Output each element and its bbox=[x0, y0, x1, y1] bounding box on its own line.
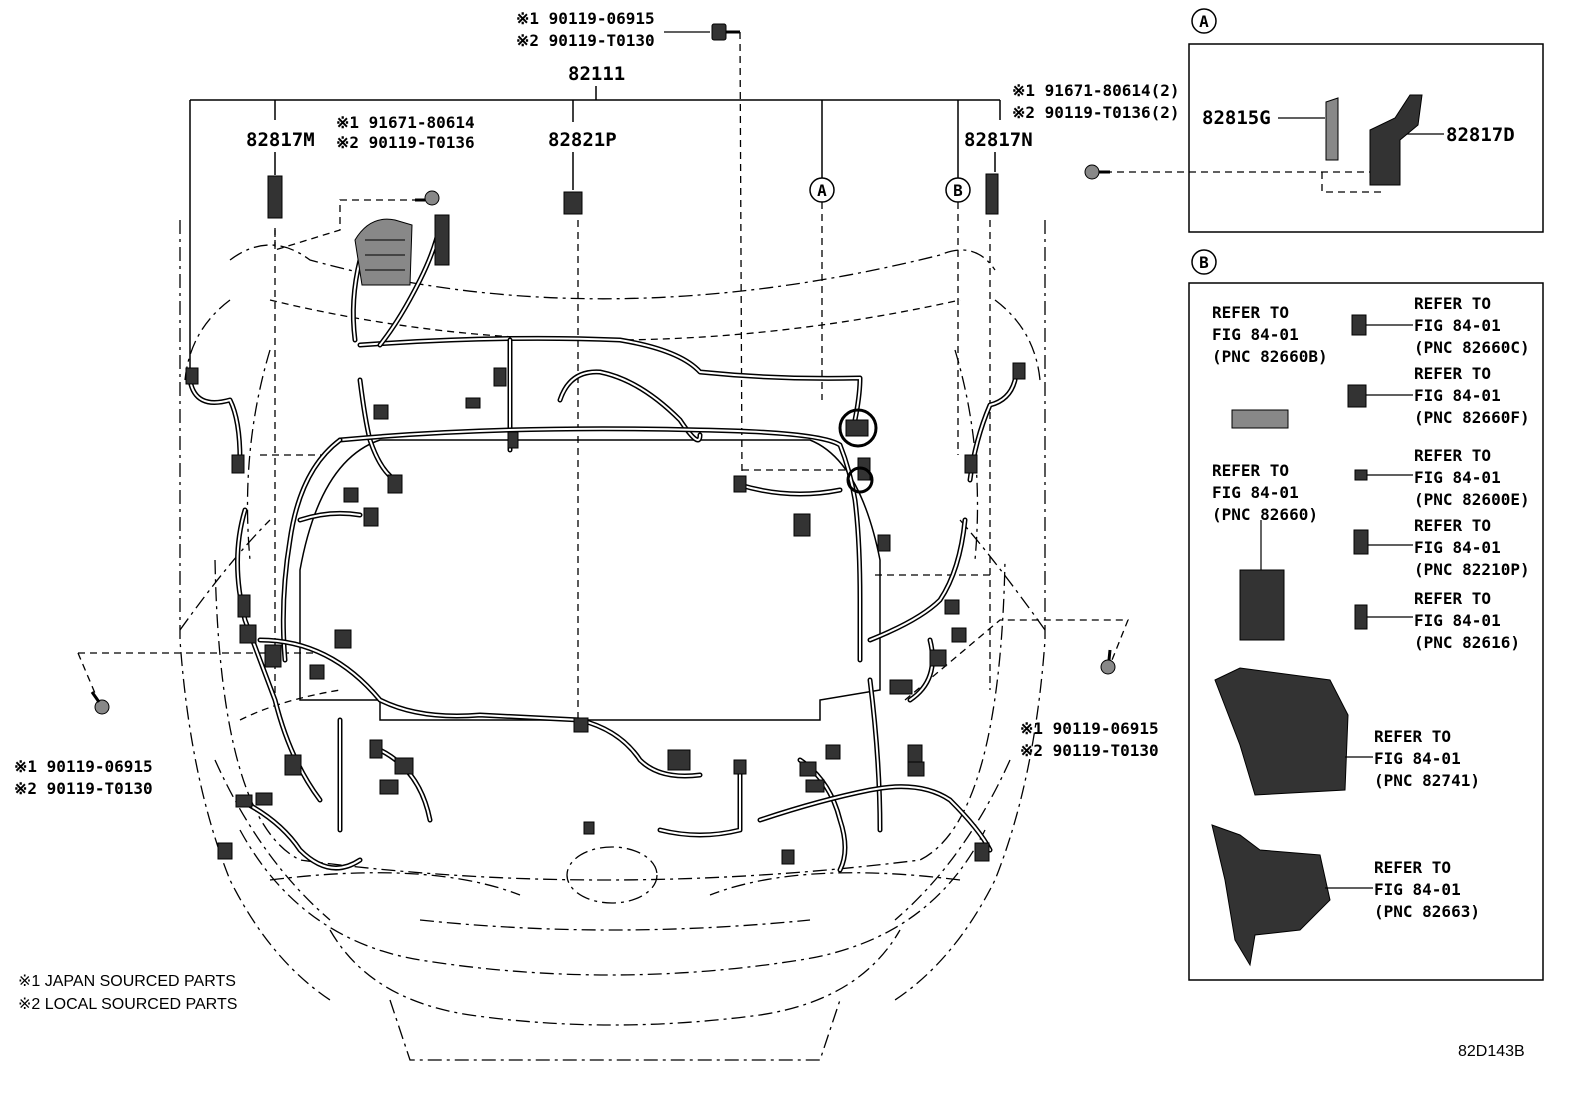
callout-a-marker: A bbox=[809, 177, 835, 203]
left-lower-bolt-icon bbox=[90, 691, 110, 715]
ref-82741-l1: REFER TO bbox=[1374, 727, 1451, 746]
top-bolt-icon bbox=[711, 23, 740, 41]
connector-82600e-icon bbox=[1354, 469, 1368, 481]
ref-82660f-l1: REFER TO bbox=[1414, 364, 1491, 383]
panel-a-82817d: 82817D bbox=[1446, 124, 1515, 146]
right-lower-bolt-japan: ※1 90119-06915 bbox=[1020, 719, 1159, 738]
panel-b: B REFER TO FIG 84-01 (PNC 82660B) REFER … bbox=[1188, 249, 1544, 981]
ref-82210p-l3: (PNC 82210P) bbox=[1414, 560, 1530, 579]
ref-82660-l3: (PNC 82660) bbox=[1212, 505, 1318, 524]
harness-connectors bbox=[185, 362, 1026, 865]
ref-82616-l3: (PNC 82616) bbox=[1414, 633, 1520, 652]
connector-82660c-icon bbox=[1351, 314, 1367, 336]
label-82817m: 82817M bbox=[246, 129, 315, 151]
clip-bolt-icon bbox=[415, 190, 440, 206]
panel-a-bolt-icon bbox=[1084, 164, 1110, 180]
ref-82616-l1: REFER TO bbox=[1414, 589, 1491, 608]
label-82817n: 82817N bbox=[964, 129, 1033, 151]
clip-local: ※2 90119-T0136 bbox=[336, 133, 475, 152]
wire-harness bbox=[187, 222, 1018, 873]
legend-local: ※2 LOCAL SOURCED PARTS bbox=[18, 996, 237, 1013]
left-lower-bolt-japan: ※1 90119-06915 bbox=[14, 757, 153, 776]
ref-82210p-l1: REFER TO bbox=[1414, 516, 1491, 535]
connector-82616-icon bbox=[1354, 604, 1368, 630]
ref-82600e-l3: (PNC 82600E) bbox=[1414, 490, 1530, 509]
main-part-number: 82111 bbox=[568, 63, 625, 85]
fuse-block bbox=[354, 214, 450, 286]
bolts bbox=[90, 23, 1116, 715]
ref-82663-l3: (PNC 82663) bbox=[1374, 902, 1480, 921]
main-labels: ※1 90119-06915 ※2 90119-T0130 82111 8281… bbox=[14, 9, 1525, 1060]
connector-82660f-icon bbox=[1347, 384, 1367, 408]
panel-a: A 82815G 82817D bbox=[1188, 8, 1544, 233]
left-lower-bolt-local: ※2 90119-T0130 bbox=[14, 779, 153, 798]
legend-japan: ※1 JAPAN SOURCED PARTS bbox=[18, 973, 236, 990]
top-brackets bbox=[267, 173, 999, 219]
connector-82660b-icon bbox=[1231, 409, 1289, 429]
right-top-bolt-local: ※2 90119-T0136(2) bbox=[1012, 103, 1180, 122]
right-lower-bolt-local: ※2 90119-T0130 bbox=[1020, 741, 1159, 760]
ref-82210p-l2: FIG 84-01 bbox=[1414, 538, 1501, 557]
figure-id: 82D143B bbox=[1458, 1043, 1525, 1060]
callout-b-text: B bbox=[953, 181, 963, 200]
panel-a-title: A bbox=[1199, 12, 1209, 31]
label-82821p: 82821P bbox=[548, 129, 617, 151]
ref-82660b-l2: FIG 84-01 bbox=[1212, 325, 1299, 344]
ref-82600e-l1: REFER TO bbox=[1414, 446, 1491, 465]
right-top-bolt-japan: ※1 91671-80614(2) bbox=[1012, 81, 1180, 100]
ref-82660f-l2: FIG 84-01 bbox=[1414, 386, 1501, 405]
ref-82660b-l1: REFER TO bbox=[1212, 303, 1289, 322]
ref-82660-l2: FIG 84-01 bbox=[1212, 483, 1299, 502]
right-lower-bolt-icon bbox=[1100, 649, 1116, 675]
top-bolt-japan: ※1 90119-06915 bbox=[516, 9, 655, 28]
ref-82660-l1: REFER TO bbox=[1212, 461, 1289, 480]
leader-lines bbox=[77, 31, 1385, 720]
ref-82660b-l3: (PNC 82660B) bbox=[1212, 347, 1328, 366]
callout-a-text: A bbox=[817, 181, 827, 200]
ref-82616-l2: FIG 84-01 bbox=[1414, 611, 1501, 630]
ref-82660c-l3: (PNC 82660C) bbox=[1414, 338, 1530, 357]
connector-82210p-icon bbox=[1353, 529, 1369, 555]
ref-82741-l3: (PNC 82741) bbox=[1374, 771, 1480, 790]
panel-b-title: B bbox=[1199, 253, 1209, 272]
ref-82660f-l3: (PNC 82660F) bbox=[1414, 408, 1530, 427]
relay-block-82741-icon bbox=[1214, 667, 1349, 796]
top-bolt-local: ※2 90119-T0130 bbox=[516, 31, 655, 50]
vehicle-outline bbox=[179, 220, 1046, 1061]
ref-82663-l1: REFER TO bbox=[1374, 858, 1451, 877]
callout-b-marker: B bbox=[945, 177, 971, 203]
relay-82660-icon bbox=[1239, 569, 1285, 641]
clip-japan: ※1 91671-80614 bbox=[336, 113, 475, 132]
ref-82660c-l2: FIG 84-01 bbox=[1414, 316, 1501, 335]
panel-a-82815g: 82815G bbox=[1202, 107, 1271, 129]
cover-82663-icon bbox=[1211, 824, 1331, 967]
ref-82600e-l2: FIG 84-01 bbox=[1414, 468, 1501, 487]
ref-82741-l2: FIG 84-01 bbox=[1374, 749, 1461, 768]
ref-82663-l2: FIG 84-01 bbox=[1374, 880, 1461, 899]
ref-82660c-l1: REFER TO bbox=[1414, 294, 1491, 313]
